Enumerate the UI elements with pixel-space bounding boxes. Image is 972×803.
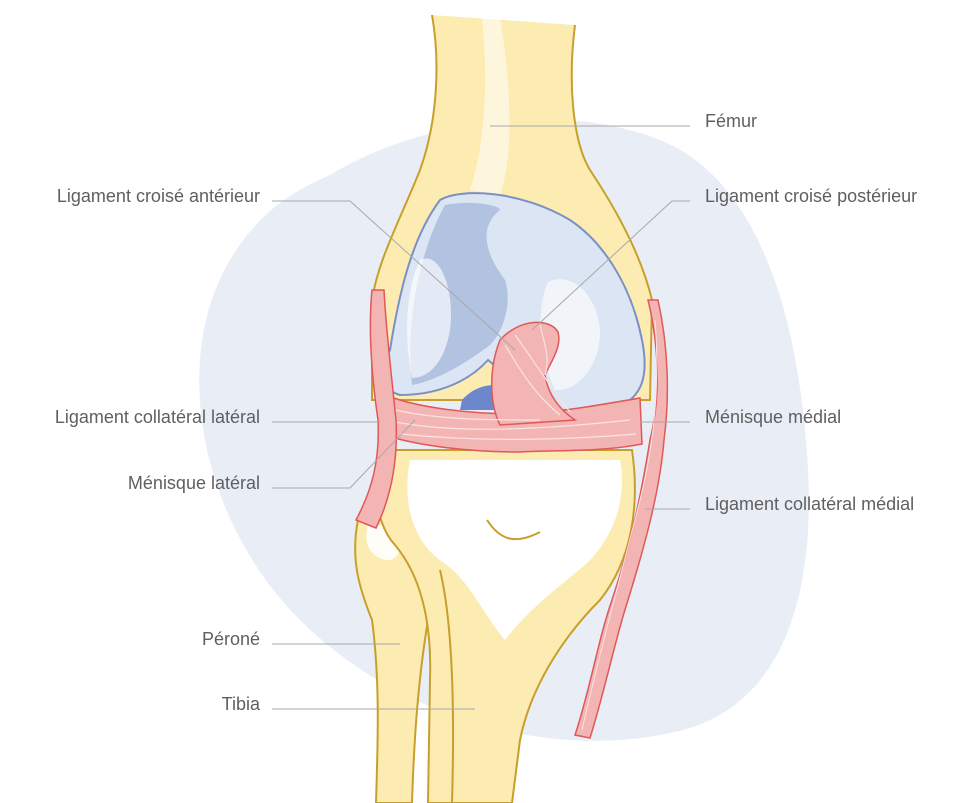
label-lcl: Ligament collatéral latéral <box>55 406 260 428</box>
label-medial-meniscus: Ménisque médial <box>705 406 841 428</box>
label-lateral-meniscus: Ménisque latéral <box>128 472 260 494</box>
label-mcl: Ligament collatéral médial <box>705 493 914 515</box>
label-fibula: Péroné <box>202 628 260 650</box>
label-femur: Fémur <box>705 110 757 132</box>
label-acl: Ligament croisé antérieur <box>57 185 260 207</box>
label-pcl: Ligament croisé postérieur <box>705 185 917 207</box>
label-tibia: Tibia <box>222 693 260 715</box>
